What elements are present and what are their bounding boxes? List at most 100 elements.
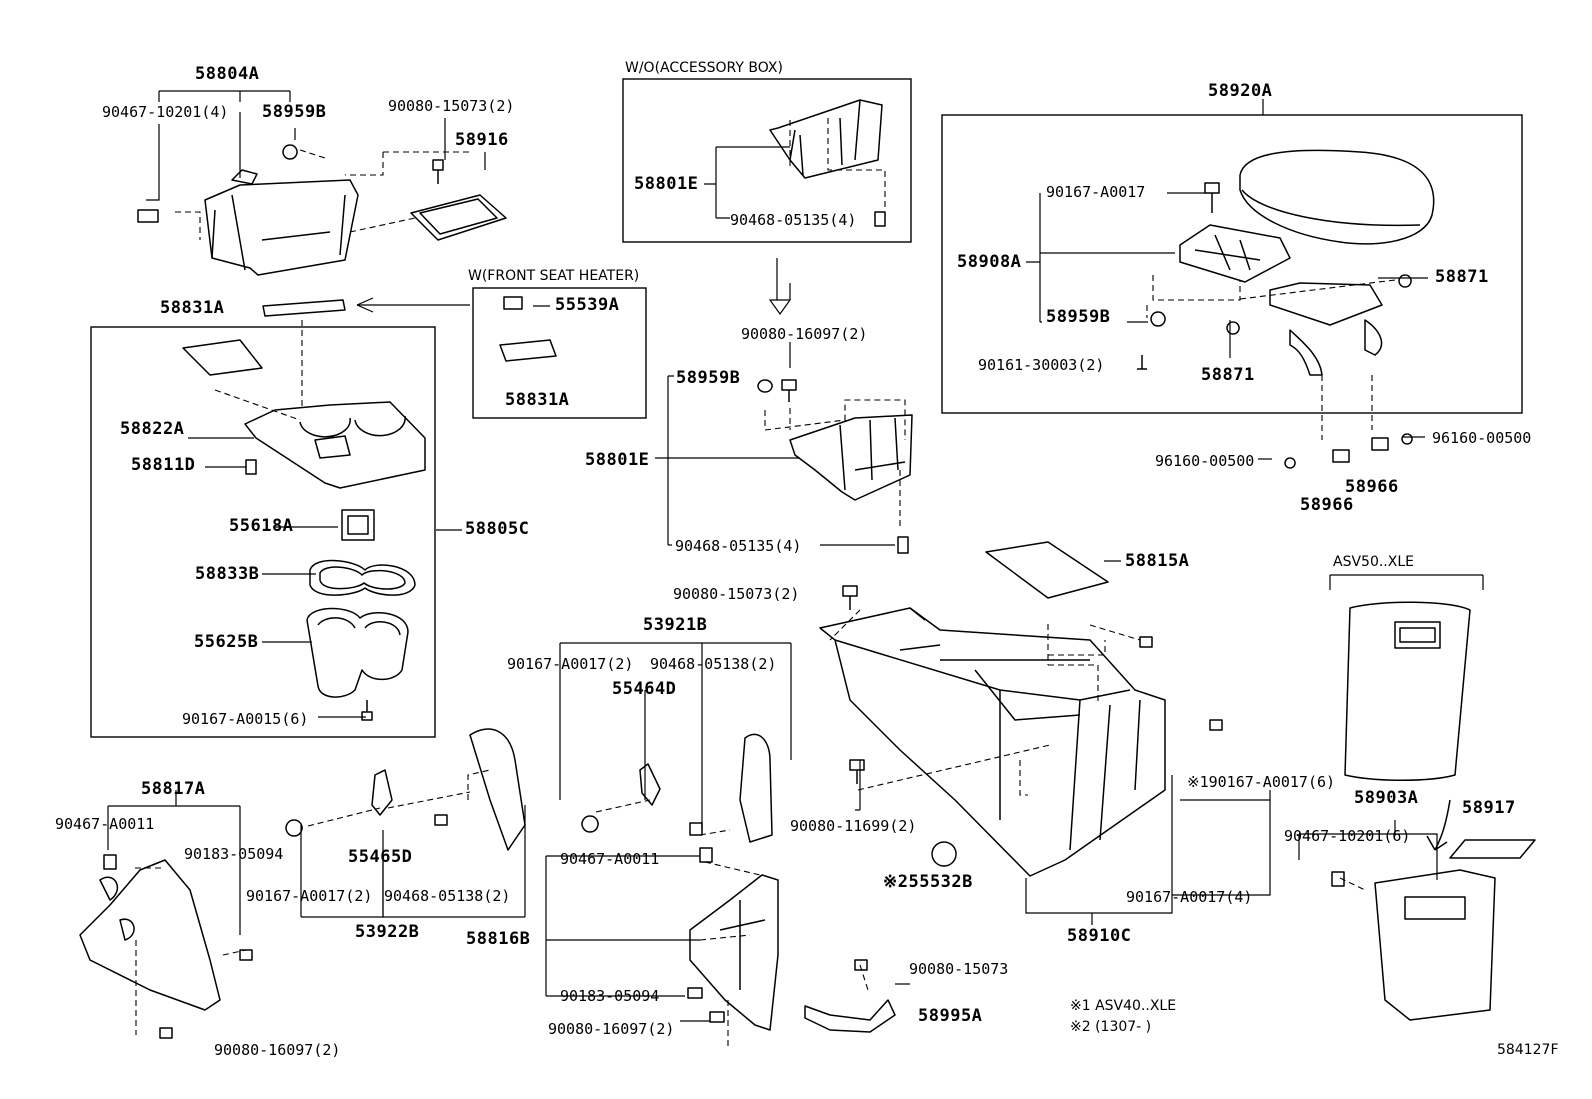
part-58822A	[244, 401, 426, 489]
part-58995A	[804, 999, 896, 1033]
part-clip-05094-a	[239, 949, 253, 961]
part-clip-05138-a	[689, 822, 703, 836]
label-58995A: 58995A	[918, 1006, 983, 1026]
part-96160-a	[1284, 457, 1296, 469]
part-screw-0017-6	[1209, 719, 1223, 731]
part-screw-1699	[849, 759, 865, 784]
part-55625B-cups	[306, 607, 409, 698]
label-90467-10201-6: 90467-10201(6)	[1284, 827, 1411, 845]
label-90468-05138-2b: 90468-05138(2)	[384, 887, 511, 905]
label-53921B: 53921B	[643, 615, 708, 635]
part-shapes	[79, 99, 1536, 1039]
label-58959B-a: 58959B	[262, 102, 327, 122]
label-58822A: 58822A	[120, 419, 185, 439]
label-90161-30003-2: 90161-30003(2)	[978, 356, 1105, 374]
part-96160-b	[1401, 433, 1413, 445]
label-58831A-a: 58831A	[160, 298, 225, 318]
label-58817A: 58817A	[141, 779, 206, 799]
label-90468-05135-4b: 90468-05135(4)	[675, 537, 802, 555]
part-side-panel-53921	[739, 733, 773, 843]
label-55539A: 55539A	[555, 295, 620, 315]
part-screw-15073	[842, 585, 858, 610]
label-90080-16097-2c: 90080-16097(2)	[548, 1020, 675, 1038]
part-58916-mat	[410, 194, 507, 241]
label-58804A: 58804A	[195, 64, 260, 84]
label-58916: 58916	[455, 130, 509, 150]
label-90467-A0011-b: 90467-A0011	[560, 850, 660, 868]
box-cup-holder-assembly	[90, 326, 436, 738]
part-55464D	[639, 763, 661, 806]
label-90167-A0017-2a: 90167-A0017(2)	[507, 655, 634, 673]
box-accessory-box	[622, 78, 912, 243]
part-screw-16097-c	[709, 1011, 725, 1023]
part-58817A	[79, 859, 221, 1011]
part-58804A	[204, 179, 359, 276]
label-190167-A0017-6: ※190167-A0017(6)	[1187, 773, 1336, 791]
label-55464D: 55464D	[612, 679, 677, 699]
part-screw-30003	[1137, 355, 1147, 370]
label-58910C: 58910C	[1067, 926, 1132, 946]
part-58959B-pin	[757, 379, 773, 393]
label-90167-A0017-4: 90167-A0017(4)	[1126, 888, 1253, 906]
part-58801E-a	[769, 99, 883, 179]
label-90080-11699-2: 90080-11699(2)	[790, 817, 917, 835]
part-55618A	[341, 509, 375, 541]
part-screw-a0017-a	[581, 815, 599, 833]
part-clip-05138-b	[434, 814, 448, 826]
part-grommet-55532B	[931, 841, 957, 867]
part-90467-clip-a	[137, 209, 159, 223]
label-55465D: 55465D	[348, 847, 413, 867]
part-bolt-16097	[781, 379, 797, 402]
part-tray-mat	[182, 339, 263, 376]
label-96160-00500-a: 96160-00500	[1155, 452, 1255, 470]
label-58920A: 58920A	[1208, 81, 1273, 101]
label-58816B: 58816B	[466, 929, 531, 949]
part-58903A	[1374, 869, 1496, 1021]
part-screw-b	[361, 700, 373, 721]
label-58801E-a: 58801E	[634, 174, 699, 194]
label-58831A-b: 58831A	[505, 390, 570, 410]
part-screw-15073-c	[854, 959, 868, 971]
label-58966-b: 58966	[1300, 495, 1354, 515]
part-screw-rear	[1139, 636, 1153, 648]
label-58871-b: 58871	[1201, 365, 1255, 385]
label-58908A: 58908A	[957, 252, 1022, 272]
label-58959B-c: 58959B	[1046, 307, 1111, 327]
part-clip-a0011-a	[103, 854, 117, 870]
label-58833B: 58833B	[195, 564, 260, 584]
part-clip-05094-b	[687, 987, 703, 999]
label-90080-15073-2a: 90080-15073(2)	[388, 97, 515, 115]
part-clip-b	[897, 536, 909, 554]
part-55465D	[371, 769, 393, 816]
label-90467-10201-4: 90467-10201(4)	[102, 103, 229, 121]
label-90080-15073-2b: 90080-15073(2)	[673, 585, 800, 603]
part-rear-vent-panel	[1344, 601, 1471, 781]
label-90080-16097-2b: 90080-16097(2)	[214, 1041, 341, 1059]
label-55625B: 55625B	[194, 632, 259, 652]
label-58811D: 58811D	[131, 455, 196, 475]
part-58871-b	[1226, 321, 1240, 335]
part-58833B-ring	[309, 559, 416, 596]
label-96160-00500-b: 96160-00500	[1432, 429, 1532, 447]
assembly-dashed-lines	[135, 118, 1396, 1050]
label-90467-A0011-a: 90467-A0011	[55, 815, 155, 833]
label-90080-16097-2a: 90080-16097(2)	[741, 325, 868, 343]
part-58917-pad	[1449, 839, 1536, 859]
label-58805C: 58805C	[465, 519, 530, 539]
part-58959B-clip-a	[282, 144, 298, 160]
part-clip-a	[874, 211, 886, 227]
label-asv50-xle: ASV50..XLE	[1333, 554, 1414, 570]
part-58831A-a	[262, 299, 346, 317]
box-armrest-assembly	[941, 114, 1523, 414]
label-90183-05094-a: 90183-05094	[184, 845, 284, 863]
label-58966-a: 58966	[1345, 477, 1399, 497]
part-58831A-b	[499, 339, 557, 362]
part-clip-a0011-b	[699, 847, 713, 863]
part-58908A	[1179, 224, 1291, 283]
illustration-reference: 584127F	[1497, 1042, 1559, 1058]
label-90183-05094-b: 90183-05094	[560, 987, 660, 1005]
part-58816B	[689, 874, 779, 1031]
label-53922B: 53922B	[355, 922, 420, 942]
note-1: ※1 ASV40..XLE	[1070, 998, 1177, 1014]
part-55539A	[503, 296, 523, 310]
